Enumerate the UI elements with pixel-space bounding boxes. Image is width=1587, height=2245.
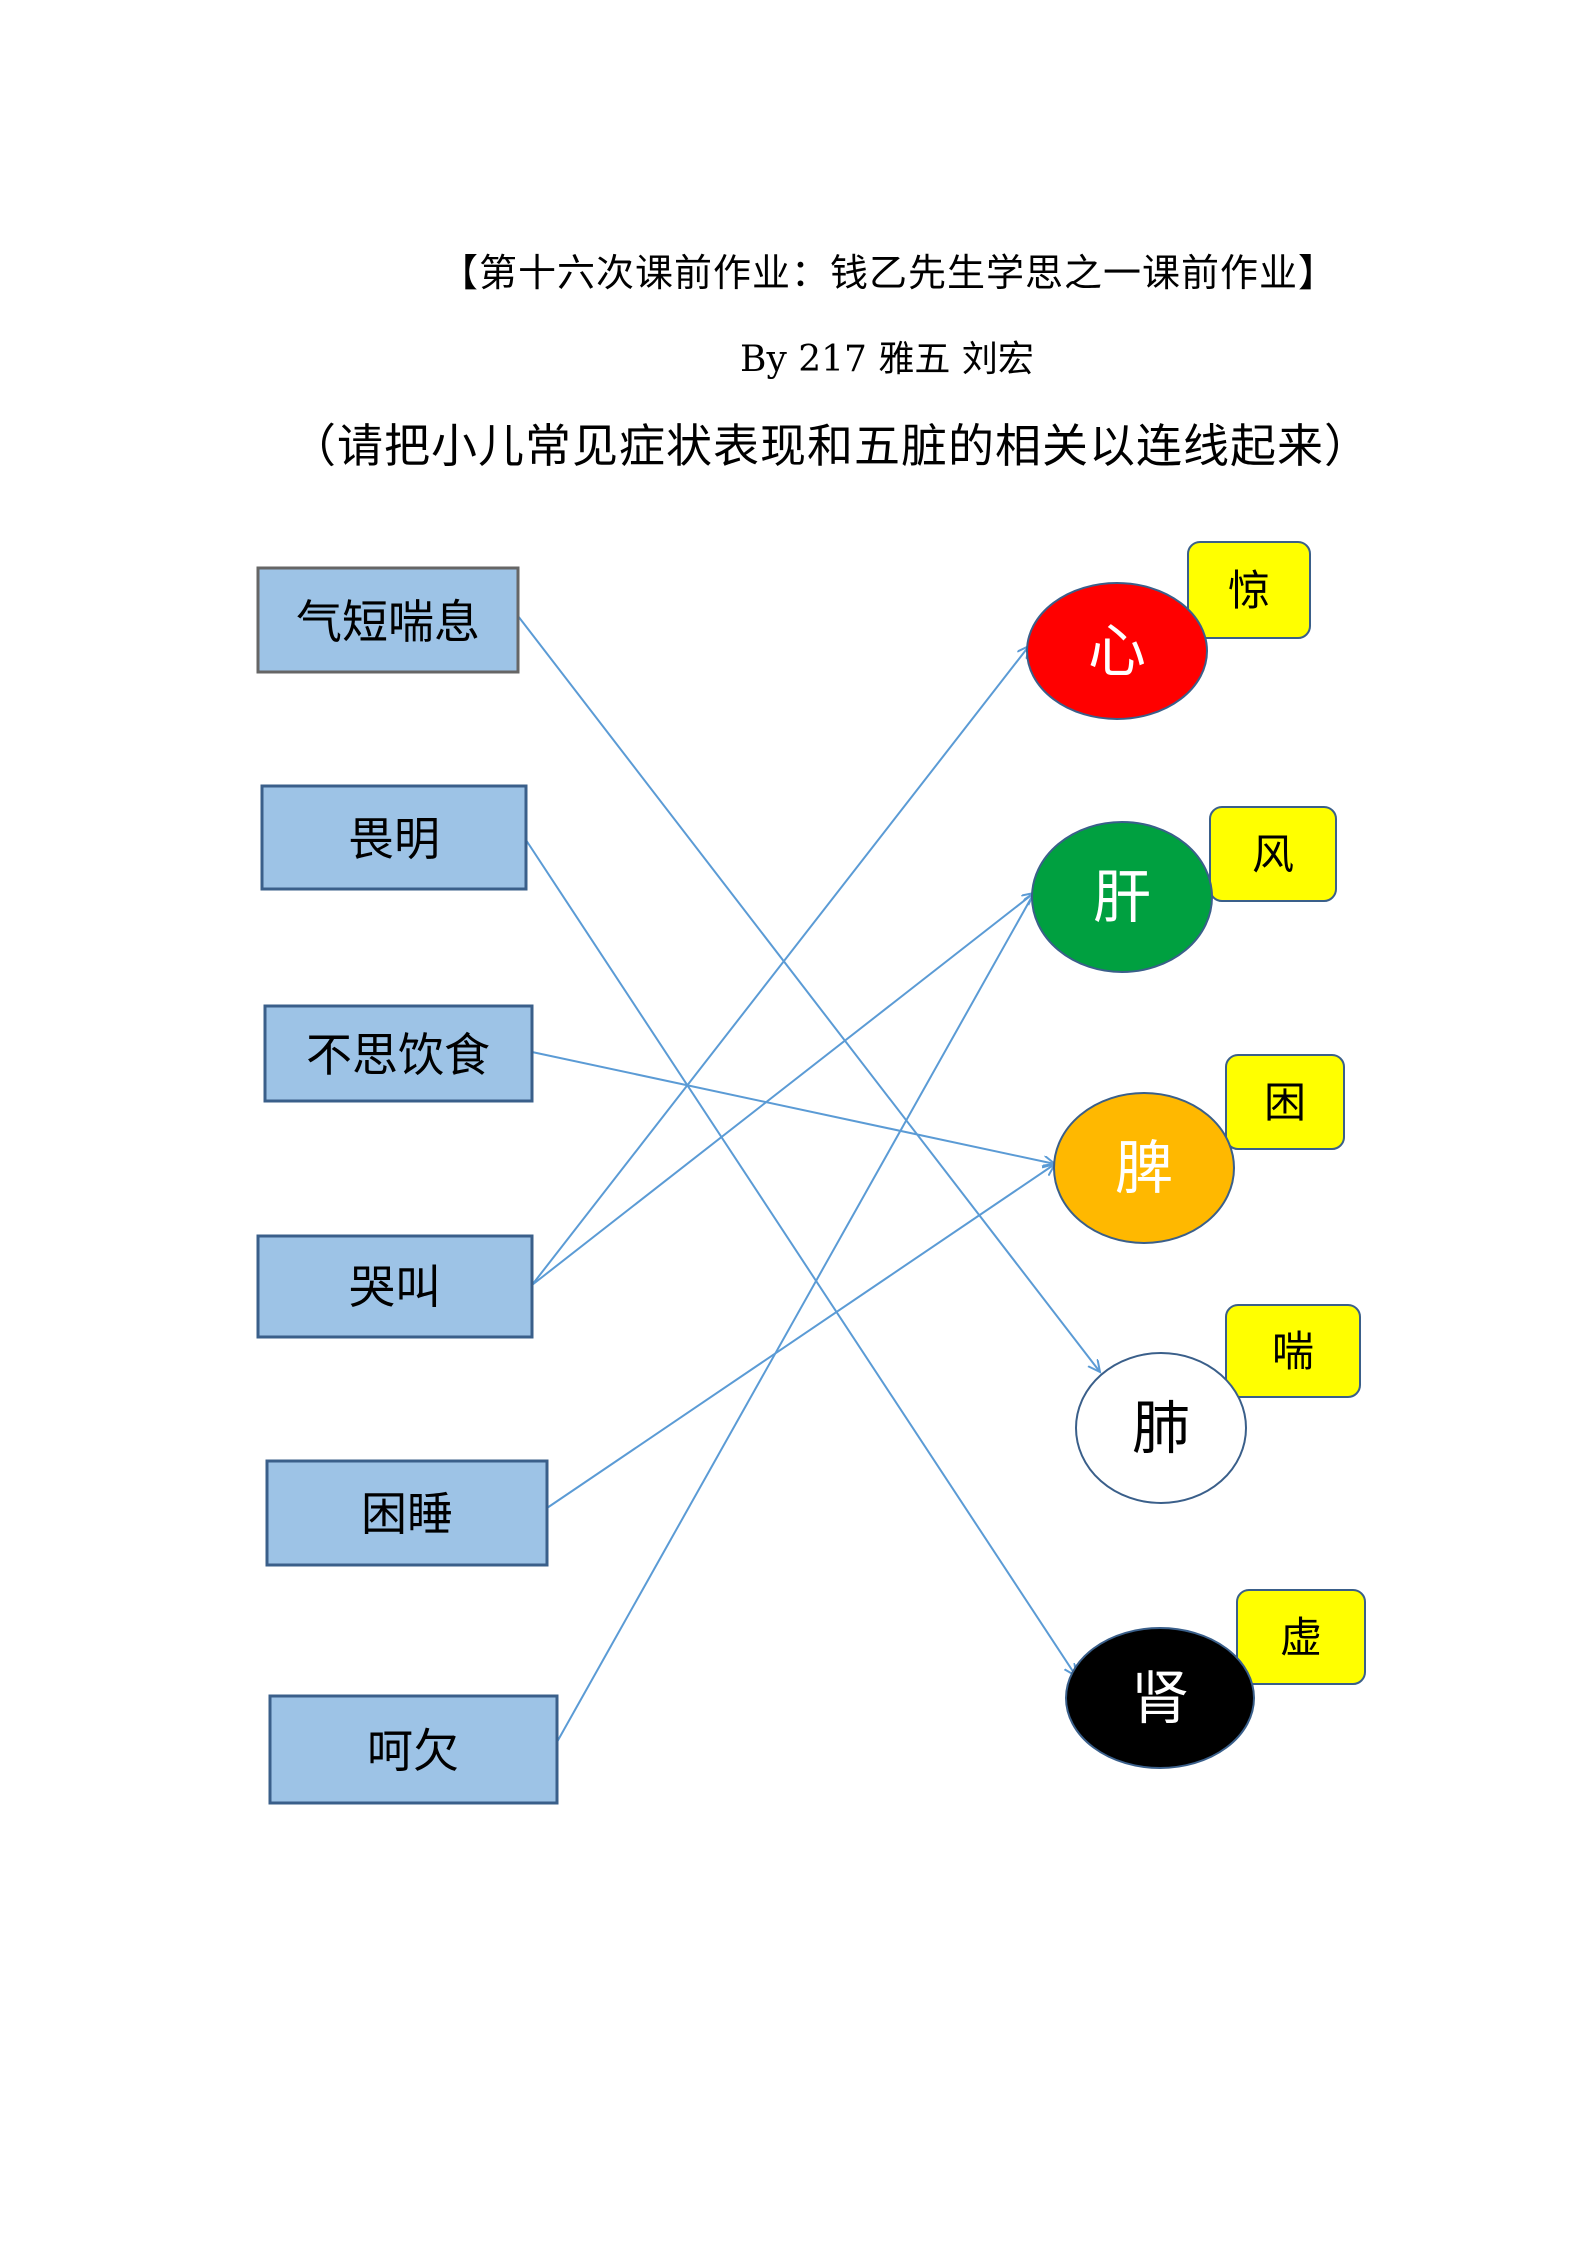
page-title: 【第十六次课前作业：钱乙先生学思之一课前作业】: [440, 251, 1338, 295]
organ-liver[interactable]: 肝: [1031, 821, 1213, 973]
symptom-box-2[interactable]: 畏明: [260, 784, 528, 891]
instruction-text: （请把小儿常见症状表现和五脏的相关以连线起来）: [290, 419, 1371, 473]
connection-line-s4-heart: [531, 646, 1029, 1286]
organ-spleen[interactable]: 脾: [1053, 1092, 1235, 1244]
tag-lung: 喘: [1225, 1304, 1361, 1398]
connection-line-s1-lung: [517, 615, 1100, 1372]
tag-liver-label: 风: [1252, 830, 1294, 879]
symptom-label-1: 气短喘息: [296, 595, 480, 649]
organ-lung-label: 肺: [1132, 1394, 1190, 1462]
tag-kidney-label: 虚: [1280, 1613, 1322, 1662]
symptom-label-5: 困睡: [361, 1487, 453, 1541]
symptom-box-4[interactable]: 哭叫: [256, 1234, 534, 1339]
organ-heart-label: 心: [1088, 617, 1146, 685]
symptom-box-3[interactable]: 不思饮食: [263, 1004, 534, 1103]
symptom-label-3: 不思饮食: [306, 1028, 490, 1082]
organ-kidney[interactable]: 肾: [1065, 1627, 1255, 1769]
symptom-box-6[interactable]: 呵欠: [268, 1694, 559, 1805]
organ-liver-label: 肝: [1093, 863, 1151, 931]
symptom-box-5[interactable]: 困睡: [265, 1459, 549, 1567]
tag-lung-label: 喘: [1272, 1327, 1314, 1376]
symptom-box-1[interactable]: 气短喘息: [256, 566, 520, 674]
organ-heart[interactable]: 心: [1026, 582, 1208, 720]
organ-lung[interactable]: 肺: [1075, 1352, 1247, 1504]
connection-line-s3-spleen: [531, 1051, 1055, 1164]
tag-kidney: 虚: [1236, 1589, 1366, 1685]
tag-spleen: 困: [1225, 1054, 1345, 1150]
symptom-label-2: 畏明: [348, 812, 440, 866]
symptom-label-4: 哭叫: [349, 1260, 441, 1314]
tag-liver: 风: [1209, 806, 1337, 902]
tag-spleen-label: 困: [1264, 1078, 1306, 1127]
connection-lines: [517, 615, 1100, 1743]
connection-line-s2-kidney: [525, 839, 1076, 1676]
connection-line-s6-liver: [556, 893, 1034, 1743]
organ-kidney-label: 肾: [1131, 1664, 1189, 1732]
organ-spleen-label: 脾: [1115, 1134, 1173, 1202]
symptom-label-6: 呵欠: [367, 1724, 459, 1778]
connection-line-s4-liver: [531, 893, 1034, 1286]
connection-line-s5-spleen: [546, 1164, 1055, 1509]
tag-heart-label: 惊: [1228, 566, 1270, 615]
author-line: By 217 雅五 刘宏: [740, 339, 1034, 380]
tag-heart: 惊: [1187, 541, 1311, 639]
